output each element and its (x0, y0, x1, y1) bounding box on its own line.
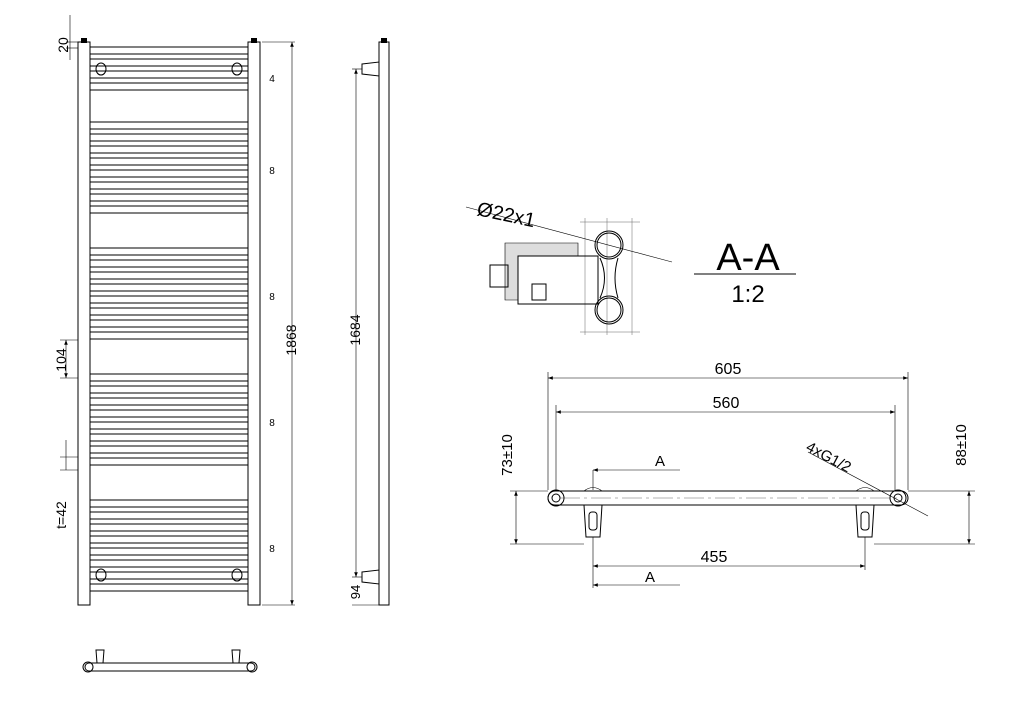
towel-bar (89, 157, 249, 166)
towel-bar (89, 70, 249, 79)
wall-bracket-icons (95, 62, 243, 582)
towel-bar (89, 259, 249, 268)
towel-bar (89, 82, 249, 91)
towel-bar (89, 397, 249, 406)
section-a-a: Ø22x1 A-A 1:2 (465, 198, 796, 335)
towel-bars (89, 46, 249, 592)
towel-bar (89, 283, 249, 292)
top-offset-label: 20 (55, 37, 71, 53)
connections-label: 4xG1/2 (803, 439, 854, 477)
group-count-3: 8 (269, 292, 275, 303)
group-count-5: 8 (269, 544, 275, 555)
right-depth-label: 88±10 (953, 424, 970, 466)
tube-pitch-label: t=42 (53, 501, 69, 529)
towel-bar (89, 547, 249, 556)
bottom-view (82, 649, 258, 673)
towel-bar (89, 121, 249, 130)
towel-bar (89, 445, 249, 454)
towel-bar (89, 58, 249, 67)
left-depth-label: 73±10 (499, 434, 516, 476)
towel-bar (89, 181, 249, 190)
group-count-1: 4 (269, 74, 275, 85)
section-scale: 1:2 (731, 281, 764, 308)
overall-width-label: 605 (715, 361, 742, 378)
towel-bar (89, 499, 249, 508)
bottom-offset-label: 94 (348, 585, 363, 599)
group-count-2: 8 (269, 166, 275, 177)
towel-bar (89, 373, 249, 382)
towel-bar (89, 433, 249, 442)
towel-bar (89, 247, 249, 256)
towel-bar (89, 193, 249, 202)
tube-size-label: Ø22x1 (475, 198, 537, 232)
left-air-vent (81, 38, 87, 43)
towel-bar (89, 331, 249, 340)
gap-label: 104 (53, 348, 69, 372)
side-view: 1684 94 (347, 38, 390, 606)
front-view: 1868 4 8 8 8 8 20 104 t=42 (53, 15, 299, 606)
towel-bar (89, 205, 249, 214)
towel-bar (89, 145, 249, 154)
right-air-vent (251, 38, 257, 43)
mount-height-label: 1684 (347, 314, 363, 345)
towel-bar (89, 409, 249, 418)
towel-bar (89, 271, 249, 280)
towel-bar (89, 169, 249, 178)
towel-bar (89, 295, 249, 304)
right-rail (247, 41, 261, 606)
section-mark-top: A (655, 453, 665, 470)
towel-bar (89, 511, 249, 520)
towel-bar (89, 523, 249, 532)
towel-bar (89, 46, 249, 55)
center-width-label: 560 (713, 395, 740, 412)
towel-bar (89, 583, 249, 592)
top-view: 605 560 73±10 88±10 455 A A 4xG1/2 (499, 361, 975, 588)
towel-bar (89, 457, 249, 466)
connection-spacing-label: 455 (701, 549, 728, 566)
towel-bar (89, 535, 249, 544)
section-title: A-A (716, 237, 780, 279)
section-mark-bottom: A (645, 569, 655, 586)
total-height-label: 1868 (283, 324, 299, 355)
towel-bar (89, 133, 249, 142)
towel-bar (89, 319, 249, 328)
left-rail (77, 41, 91, 606)
towel-bar (89, 571, 249, 580)
towel-bar (89, 385, 249, 394)
towel-bar (89, 559, 249, 568)
group-count-4: 8 (269, 418, 275, 429)
towel-bar (89, 307, 249, 316)
towel-bar (89, 421, 249, 430)
